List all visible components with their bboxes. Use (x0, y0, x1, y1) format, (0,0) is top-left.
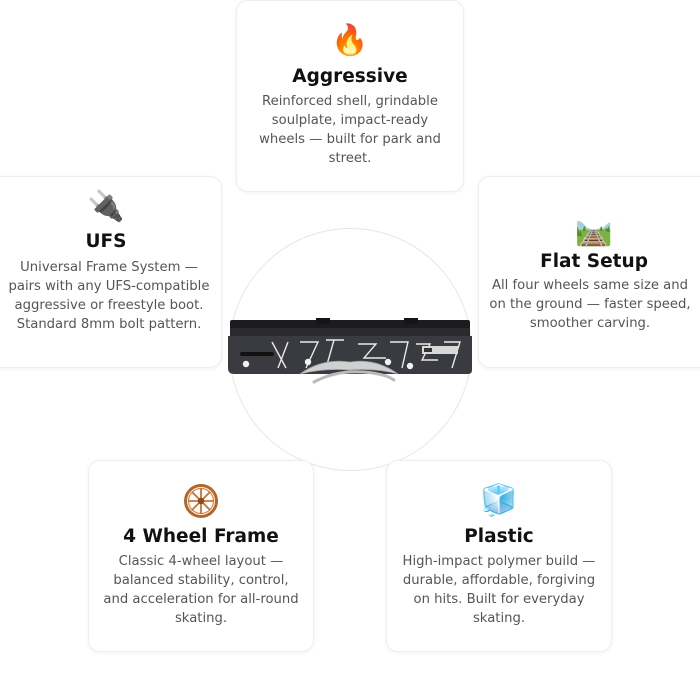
fire-icon: 🔥 (331, 23, 369, 58)
feature-title-flat-setup: Flat Setup (540, 251, 648, 272)
skate-frame-image (226, 318, 474, 390)
feature-title-four-wheel-frame: 4 Wheel Frame (123, 526, 279, 547)
feature-title-plastic: Plastic (464, 526, 534, 547)
feature-card-flat-setup: 🛤️ Flat Setup All four wheels same size … (478, 176, 700, 368)
wagon-wheel-icon (89, 483, 313, 528)
feature-card-ufs: 🔌 UFS Universal Frame System — pairs wit… (0, 176, 222, 368)
feature-card-aggressive: 🔥 Aggressive Reinforced shell, grindable… (236, 0, 464, 192)
feature-card-four-wheel-frame: 4 Wheel Frame Classic 4-wheel layout — b… (88, 460, 314, 652)
railway-track-icon: 🛤️ (575, 213, 613, 248)
feature-description-aggressive: Reinforced shell, grindable soulplate, i… (259, 94, 441, 166)
feature-description-flat-setup: All four wheels same size and on the gro… (489, 278, 691, 331)
feature-description-plastic: High-impact polymer build — durable, aff… (402, 554, 596, 626)
feature-title-aggressive: Aggressive (292, 66, 408, 87)
ice-cube-icon: 🧊 (480, 483, 518, 518)
feature-description-ufs: Universal Frame System — pairs with any … (8, 260, 210, 332)
wagon-wheel-graphic (184, 484, 218, 518)
feature-title-ufs: UFS (85, 231, 127, 252)
feature-card-plastic: 🧊 Plastic High-impact polymer build — du… (386, 460, 612, 652)
plug-icon: 🔌 (87, 189, 125, 224)
feature-description-four-wheel-frame: Classic 4-wheel layout — balanced stabil… (103, 554, 299, 626)
skate-frame-illustration (228, 318, 472, 384)
